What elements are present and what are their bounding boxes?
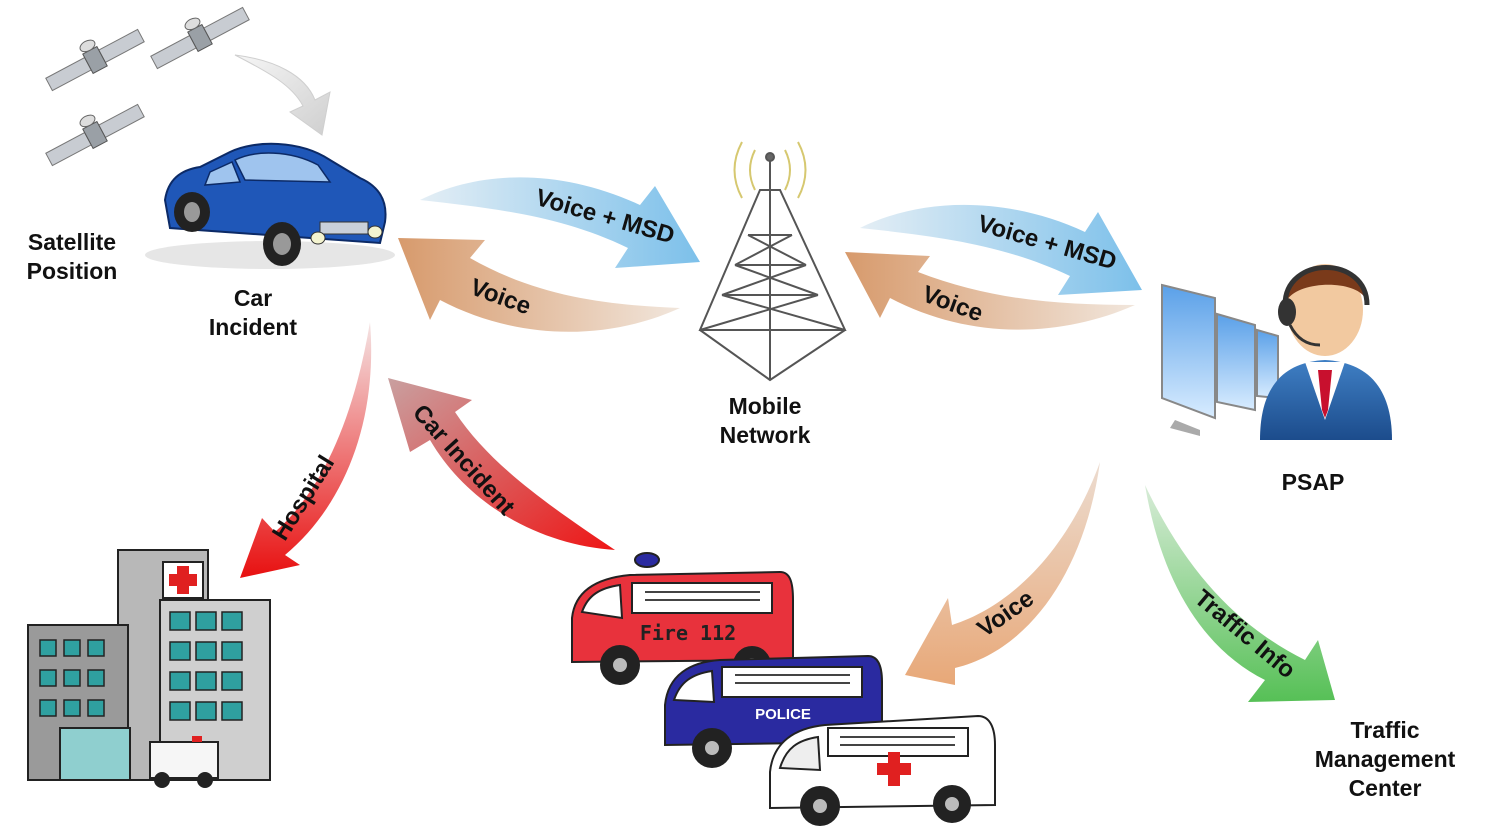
psap-operator-icon bbox=[1161, 264, 1392, 440]
car-incident-label: Car Incident bbox=[193, 284, 313, 342]
satellite-to-car-arrow bbox=[234, 54, 331, 136]
network-label-line1: Mobile bbox=[728, 393, 802, 419]
traffic-label-line3: Center bbox=[1348, 775, 1422, 801]
car-to-network-arrow bbox=[420, 177, 700, 268]
psap-label: PSAP bbox=[1263, 468, 1363, 497]
psap-to-traffic-label: Traffic Info bbox=[1189, 584, 1300, 684]
police-van-label: POLICE bbox=[755, 706, 811, 723]
vehicles-to-car-arrow bbox=[388, 378, 615, 550]
hospital-building-icon bbox=[27, 549, 271, 788]
traffic-label-line1: Traffic bbox=[1350, 717, 1420, 743]
monitor-screens bbox=[1161, 283, 1279, 436]
vehicles-to-car-label: Car Incident bbox=[407, 399, 520, 520]
satellite-position-label: Satellite Position bbox=[12, 228, 132, 286]
antenna-tower-icon bbox=[698, 141, 847, 382]
fire-truck-label: Fire 112 bbox=[640, 621, 736, 645]
car-label-line2: Incident bbox=[208, 314, 298, 340]
ambulance-icon bbox=[769, 714, 996, 826]
car-to-hospital-arrow bbox=[240, 322, 372, 578]
psap-label-text: PSAP bbox=[1281, 469, 1345, 495]
psap-to-vehicles-arrow bbox=[905, 462, 1100, 685]
psap-to-traffic-arrow bbox=[1145, 485, 1335, 702]
satellite-label-line2: Position bbox=[26, 258, 118, 284]
psap-to-network-arrow bbox=[845, 252, 1135, 330]
satellite-label-line1: Satellite bbox=[27, 229, 117, 255]
mobile-network-label: Mobile Network bbox=[705, 392, 825, 450]
car-label-line1: Car bbox=[233, 285, 273, 311]
network-to-car-arrow bbox=[398, 238, 680, 332]
network-label-line2: Network bbox=[719, 422, 811, 448]
traffic-management-center-label: Traffic Management Center bbox=[1300, 716, 1470, 803]
satellite-icon bbox=[45, 6, 250, 167]
car-icon bbox=[145, 142, 395, 269]
network-to-psap-arrow bbox=[860, 204, 1142, 295]
traffic-label-line2: Management bbox=[1314, 746, 1456, 772]
police-van-icon bbox=[664, 654, 883, 768]
